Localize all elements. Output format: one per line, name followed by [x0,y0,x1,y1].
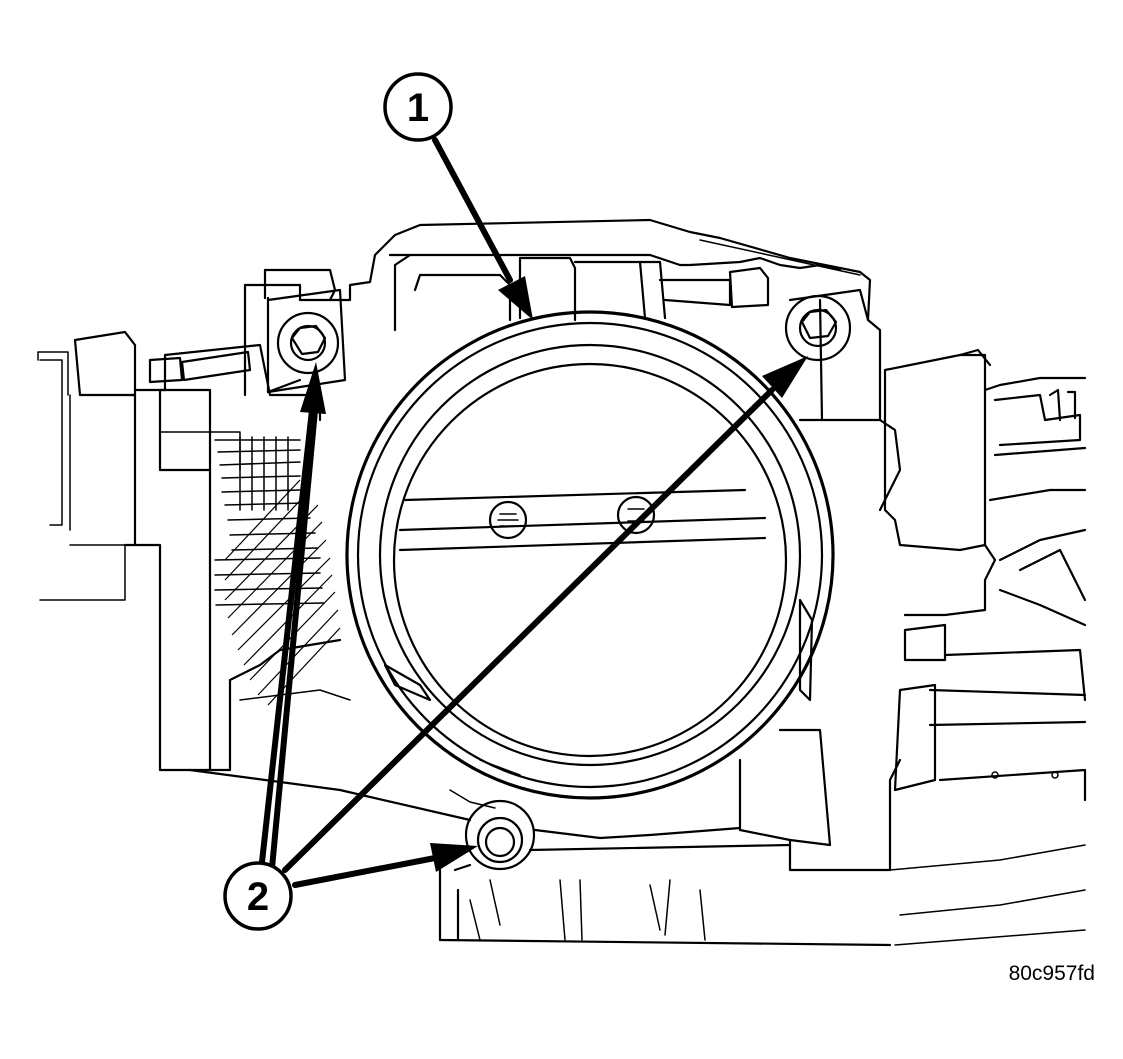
callout-2-number: 2 [247,875,269,919]
throttle-body [188,288,902,947]
callout-2-arrowhead-lower [430,843,478,872]
callout-leaders [259,137,808,888]
bore-mid-ring [356,321,824,789]
callout-2-leader-upper-left-b [269,397,319,871]
bolt-upper-left [276,311,340,375]
bore-outer-ring [345,310,835,800]
callout-2-arrowhead-upper-left [300,362,326,414]
top-housing [243,218,872,397]
bore-throat [392,362,788,758]
callout-2-arrowhead-upper-right [762,356,808,398]
callout-1-arrowhead [498,276,533,320]
callout-2: 2 [223,861,293,931]
bore-inner-ring [378,343,802,767]
bolt-lower [464,799,536,871]
plate-screw-2 [616,495,656,535]
callout-1-leader [432,137,513,283]
figure-code: 80c957fd [1008,962,1095,985]
callout-2-leader-upper-right [282,387,775,873]
bolt-upper-right [784,294,852,362]
callout-1-number: 1 [407,86,429,130]
spring-coils [214,436,325,606]
plate-screw [488,500,528,540]
right-side-components [883,348,1087,946]
callout-2-leader-upper-left-a [259,407,315,865]
callout-2-leader-lower [292,855,438,888]
throttle-plate [398,488,767,552]
callout-1: 1 [383,72,453,142]
mounting-bolts [276,294,852,871]
